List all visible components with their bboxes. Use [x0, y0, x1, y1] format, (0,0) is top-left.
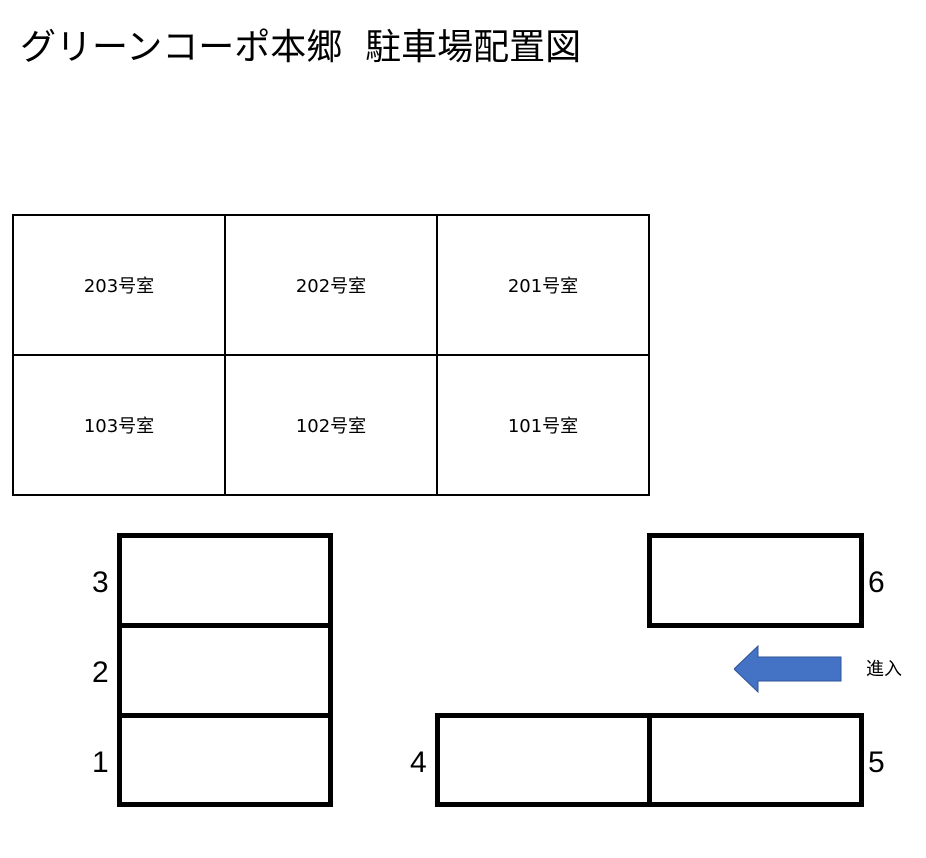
room-label: 102号室 — [295, 416, 367, 437]
slot-number-4: 4 — [410, 746, 427, 779]
slot-number-6: 6 — [868, 566, 885, 599]
slot-number-3: 3 — [92, 566, 109, 599]
room-label: 103号室 — [83, 416, 155, 437]
parking-slot-2 — [117, 623, 333, 720]
room-103: 103号室 — [12, 354, 226, 496]
room-102: 102号室 — [224, 354, 438, 496]
parking-slot-1 — [117, 713, 333, 807]
room-label: 101号室 — [507, 416, 579, 437]
entry-label: 進入 — [866, 659, 902, 680]
slot-number-1: 1 — [92, 746, 109, 779]
room-201: 201号室 — [436, 214, 650, 356]
parking-slot-4 — [435, 713, 653, 807]
parking-slot-6 — [647, 533, 864, 628]
parking-slot-3 — [117, 533, 333, 630]
page-title: グリーンコーポ本郷 駐車場配置図 — [20, 27, 582, 68]
room-203: 203号室 — [12, 214, 226, 356]
entry-arrow-icon — [734, 645, 842, 693]
room-202: 202号室 — [224, 214, 438, 356]
room-label: 203号室 — [83, 276, 155, 297]
room-label: 201号室 — [507, 276, 579, 297]
room-101: 101号室 — [436, 354, 650, 496]
slot-number-5: 5 — [868, 746, 885, 779]
room-label: 202号室 — [295, 276, 367, 297]
slot-number-2: 2 — [92, 656, 109, 689]
parking-slot-5 — [647, 713, 864, 807]
